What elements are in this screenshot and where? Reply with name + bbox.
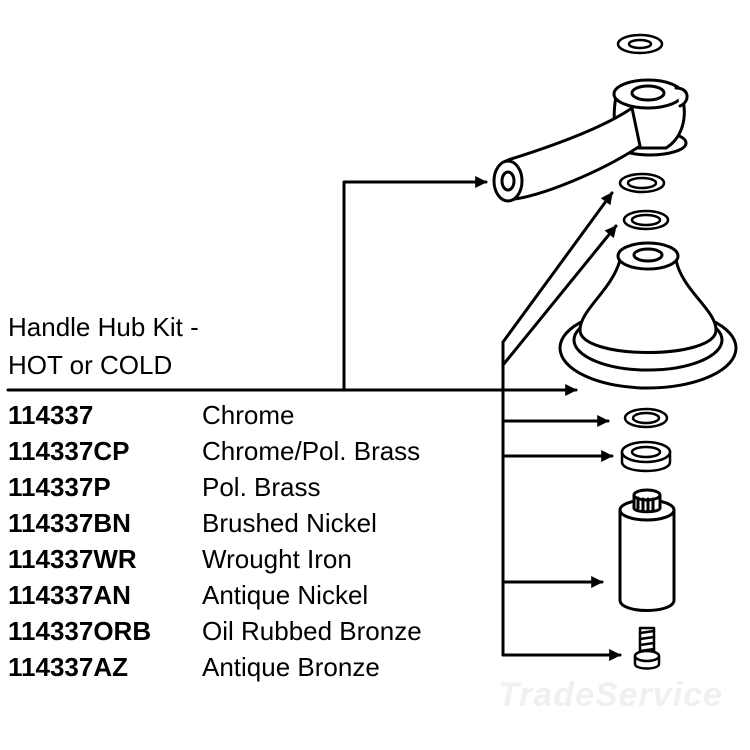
watermark: TradeService — [498, 676, 723, 714]
part-row: 114337AZ Antique Bronze — [8, 649, 422, 685]
part-number: 114337 — [8, 400, 94, 430]
escutcheon-drawing — [558, 241, 738, 390]
part-row: 114337P Pol. Brass — [8, 469, 422, 505]
part-row: 114337BN Brushed Nickel — [8, 505, 422, 541]
part-row: 114337CP Chrome/Pol. Brass — [8, 433, 422, 469]
part-number: 114337ORB — [8, 616, 152, 646]
part-finish: Chrome/Pol. Brass — [202, 436, 421, 466]
oring-2-leader-arrow — [501, 224, 618, 367]
part-finish: Brushed Nickel — [202, 508, 377, 538]
part-finish: Chrome — [202, 400, 295, 430]
part-number: 114337CP — [8, 436, 130, 466]
screw-drawing — [633, 626, 661, 670]
part-number: 114337AN — [8, 580, 131, 610]
part-finish: Antique Nickel — [202, 580, 369, 610]
part-number: 114337BN — [8, 508, 131, 538]
part-finish: Wrought Iron — [202, 544, 352, 574]
nut-drawing — [620, 440, 672, 473]
part-finish: Pol. Brass — [202, 472, 321, 502]
part-number: 114337P — [8, 472, 111, 502]
handle-leader-arrow — [342, 176, 488, 392]
leader-lines — [6, 176, 622, 661]
lever-handle-drawing — [492, 78, 689, 203]
oring-drawings — [618, 172, 670, 231]
part-row: 114337 Chrome — [8, 397, 422, 433]
top-washer-drawing — [616, 33, 664, 55]
stem-adapter-drawing — [618, 488, 676, 612]
part-finish: Antique Bronze — [202, 652, 380, 682]
part-number: 114337AZ — [8, 652, 128, 682]
part-row: 114337AN Antique Nickel — [8, 577, 422, 613]
part-finish: Oil Rubbed Bronze — [202, 616, 422, 646]
part-row: 114337WR Wrought Iron — [8, 541, 422, 577]
kit-title-line1: Handle Hub Kit - — [8, 312, 199, 342]
part-row: 114337ORB Oil Rubbed Bronze — [8, 613, 422, 649]
part-number: 114337WR — [8, 544, 137, 574]
oring-1-leader-arrow — [501, 191, 614, 344]
kit-title-line2: HOT or COLD — [8, 350, 173, 380]
parts-list: 114337 Chrome 114337CP Chrome/Pol. Brass 1… — [8, 397, 422, 685]
lower-oring-drawing — [623, 407, 669, 429]
